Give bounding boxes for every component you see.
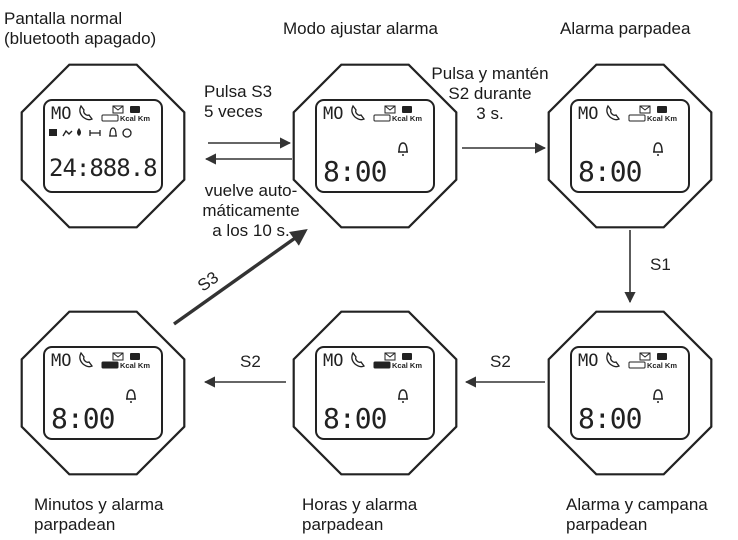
caption-minutes-blink: Minutos y alarma parpadean: [34, 495, 163, 535]
watch-screen: [570, 346, 690, 440]
envelope-icon: [112, 352, 124, 361]
label-press-s3: Pulsa S3 5 veces: [204, 82, 272, 122]
caption-alarm-mode: Modo ajustar alarma: [283, 19, 438, 39]
mode-text: MO: [51, 104, 71, 124]
battery-icon: [657, 353, 667, 360]
time-display: 8:00: [578, 402, 642, 435]
units-text: Kcal Km: [392, 114, 422, 123]
timer-icon: [122, 128, 132, 138]
units-text: Kcal Km: [647, 361, 677, 370]
caption-line: Horas y alarma: [302, 495, 418, 514]
label-line: 5 veces: [204, 102, 263, 121]
envelope-icon: [639, 352, 651, 361]
steps-icon: [373, 114, 391, 122]
arrow-s3-back: [173, 229, 308, 326]
envelope-icon: [112, 105, 124, 114]
battery-icon: [130, 106, 140, 113]
phone-icon: [606, 351, 620, 368]
watch-screen: [570, 99, 690, 193]
bell-icon: [398, 142, 408, 156]
battery-icon: [130, 353, 140, 360]
label-line: a los 10 s.: [212, 221, 290, 240]
envelope-icon: [384, 352, 396, 361]
mode-text: MO: [323, 104, 343, 124]
bell-icon: [109, 127, 117, 137]
calendar-icon: [49, 129, 57, 136]
bell-icon: [126, 389, 136, 403]
label-line: Pulsa S3: [204, 82, 273, 101]
phone-icon: [351, 351, 365, 368]
time-display: 24:888.8: [49, 154, 157, 182]
units-text: Kcal Km: [647, 114, 677, 123]
units-text: Kcal Km: [392, 361, 422, 370]
steps-icon: [373, 361, 391, 369]
steps-icon: [628, 114, 646, 122]
mode-text: MO: [51, 351, 71, 371]
label-auto-return: vuelve auto- máticamente a los 10 s.: [196, 181, 306, 241]
phone-icon: [79, 104, 93, 121]
label-line: 3 s.: [476, 104, 504, 123]
battery-icon: [402, 353, 412, 360]
label-line: máticamente: [202, 201, 300, 220]
time-display: 8:00: [323, 402, 387, 435]
bell-icon: [653, 142, 663, 156]
watch-bell-blink: MO Kcal Km 8:00: [547, 310, 713, 476]
caption-line: parpadean: [34, 515, 116, 534]
steps-icon: [101, 361, 119, 369]
envelope-icon: [639, 105, 651, 114]
flame-icon: [77, 128, 81, 136]
caption-line: Minutos y alarma: [34, 495, 164, 514]
caption-line: Modo ajustar alarma: [283, 19, 438, 38]
time-display: 8:00: [578, 155, 642, 188]
envelope-icon: [384, 105, 396, 114]
phone-icon: [79, 351, 93, 368]
caption-bell-blink: Alarma y campana parpadean: [566, 495, 708, 535]
label-line: S2 durante: [448, 84, 532, 103]
units-text: Kcal Km: [120, 361, 150, 370]
watch-screen: [43, 99, 163, 193]
mode-text: MO: [578, 104, 598, 124]
watch-alarm-blink: MO Kcal Km 8:00: [547, 63, 713, 229]
watch-minutes-blink: MO Kcal Km 8:00: [20, 310, 186, 476]
caption-normal: Pantalla normal (bluetooth apagado): [4, 9, 156, 49]
watch-alarm-mode: MO Kcal Km 8:00: [292, 63, 458, 229]
caption-alarm-blink: Alarma parpadea: [560, 19, 690, 39]
caption-line: parpadean: [302, 515, 384, 534]
caption-line: parpadean: [566, 515, 648, 534]
caption-line: Pantalla normal: [4, 9, 123, 28]
battery-icon: [657, 106, 667, 113]
steps-icon: [101, 114, 119, 122]
runner-icon: [62, 129, 73, 137]
label-s2-right: S2: [490, 352, 511, 371]
label-line: vuelve auto-: [204, 181, 298, 200]
phone-icon: [606, 104, 620, 121]
bell-icon: [653, 389, 663, 403]
caption-line: (bluetooth apagado): [4, 29, 157, 48]
watch-hours-blink: MO Kcal Km 8:00: [292, 310, 458, 476]
phone-icon: [351, 104, 365, 121]
units-text: Kcal Km: [120, 114, 150, 123]
time-display: 8:00: [323, 155, 387, 188]
caption-line: Alarma parpadea: [560, 19, 691, 38]
battery-icon: [402, 106, 412, 113]
mode-text: MO: [578, 351, 598, 371]
distance-icon: [89, 130, 101, 136]
watch-normal: MO Kcal Km 24:888.8: [20, 63, 186, 229]
time-display: 8:00: [51, 402, 115, 435]
caption-hours-blink: Horas y alarma parpadean: [302, 495, 417, 535]
activity-icons: [49, 127, 132, 138]
bell-icon: [398, 389, 408, 403]
label-line: Pulsa y mantén: [431, 64, 549, 83]
label-s2-left: S2: [240, 352, 261, 371]
watch-screen: [315, 99, 435, 193]
watch-screen: [43, 346, 163, 440]
label-hold-s2: Pulsa y mantén S2 durante 3 s.: [428, 64, 552, 124]
watch-screen: [315, 346, 435, 440]
caption-line: Alarma y campana: [566, 495, 708, 514]
mode-text: MO: [323, 351, 343, 371]
steps-icon: [628, 361, 646, 369]
label-s1: S1: [650, 255, 671, 274]
